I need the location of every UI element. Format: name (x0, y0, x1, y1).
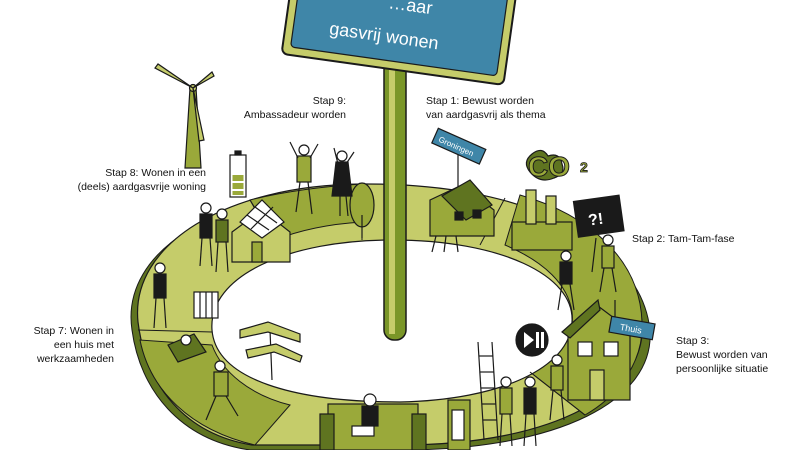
stap1-scene: Groningen (429, 127, 495, 253)
question-sign-text: ?! (587, 211, 604, 230)
signpost-icon (239, 321, 303, 381)
stap4-marker (447, 399, 471, 450)
co2-text: CO (528, 151, 570, 182)
step-9-line1: Stap 9: (312, 95, 346, 107)
step-7-line2: een huis met (53, 339, 114, 351)
question-sign: ?! (557, 194, 625, 311)
co2-subscript: 2 (580, 159, 588, 175)
main-sign: …aar gasvrij wonen (281, 0, 519, 341)
step-3-line2: Bewust worden van (676, 349, 768, 361)
step-9-label: Stap 9: Ambassadeur worden (230, 94, 346, 122)
step-1-line2: van aardgasvrij als thema (426, 109, 546, 121)
factory-icon: CO 2 (511, 149, 588, 251)
step-1-line1: Stap 1: Bewust worden (426, 95, 534, 107)
people-stap9 (289, 141, 355, 217)
wind-turbine-icon (154, 63, 215, 169)
people-stap7 (153, 262, 239, 421)
people-stap8 (199, 202, 229, 273)
step-9-line2: Ambassadeur worden (243, 109, 346, 121)
battery-icon (229, 150, 247, 198)
step-3-line3: persoonlijke situatie (676, 363, 769, 375)
step-1-label: Stap 1: Bewust worden van aardgasvrij al… (426, 94, 546, 122)
step-8-line2: (deels) aardgasvrije woning (77, 181, 206, 193)
step-7-line1: Stap 7: Wonen in (33, 325, 114, 337)
people-stap3 (499, 354, 565, 447)
step-2-label: Stap 2: Tam-Tam-fase (632, 232, 735, 246)
play-pause-icon (515, 323, 549, 357)
radiator-icon (193, 291, 219, 319)
ladder-icon (477, 341, 499, 441)
thuis-sign-text: Thuis (619, 322, 643, 336)
solar-house-icon (231, 199, 291, 263)
thuis-house: Thuis (561, 298, 656, 401)
step-3-line1: Stap 3: (676, 335, 710, 347)
step-8-line1: Stap 8: Wonen in een (105, 167, 206, 179)
step-8-label: Stap 8: Wonen in een (deels) aardgasvrij… (50, 166, 206, 194)
step-3-label: Stap 3: Bewust worden van persoonlijke s… (676, 334, 768, 376)
sofa-icon (319, 393, 427, 450)
tree-icon (349, 182, 375, 238)
main-sign-line1: …aar (387, 0, 433, 18)
step-7-line3: werkzaamheden (36, 353, 114, 365)
step-7-label: Stap 7: Wonen in een huis met werkzaamhe… (24, 324, 114, 366)
step-2-line1: Stap 2: Tam-Tam-fase (632, 233, 735, 245)
